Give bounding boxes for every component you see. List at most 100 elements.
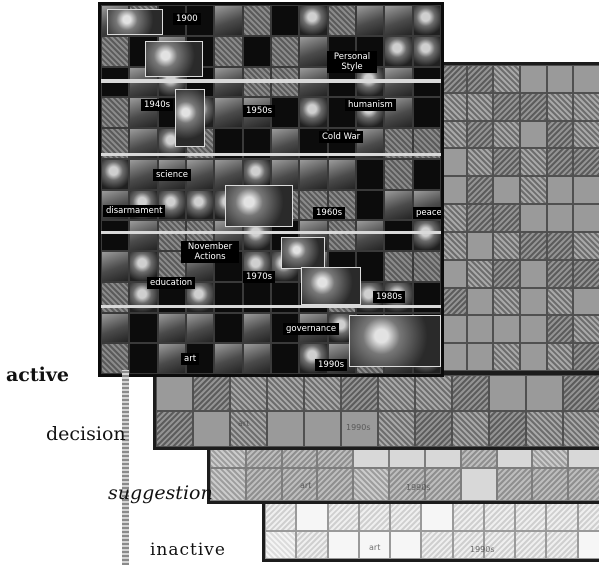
label-1900[interactable]: 1900: [173, 13, 201, 25]
photo-governance[interactable]: [349, 315, 441, 367]
mosaic-cell: [467, 232, 494, 260]
mosaic-cell: [484, 503, 515, 531]
mosaic-cell: [378, 411, 415, 447]
mosaic-cell: [317, 468, 353, 501]
mosaic-cell: [520, 148, 547, 176]
mosaic-cell: [210, 468, 246, 501]
mosaic-cell: [384, 36, 412, 67]
mosaic-cell: [461, 468, 497, 501]
photo-november[interactable]: [281, 237, 325, 269]
mosaic-cell: [578, 503, 599, 531]
mosaic-cell: [356, 190, 384, 221]
mosaic-cell: [493, 260, 520, 288]
mosaic-cell: [328, 531, 359, 559]
label-november-actions[interactable]: November Actions: [181, 241, 239, 263]
mosaic-cell: [271, 36, 299, 67]
mosaic-cell: [390, 531, 421, 559]
label-humanism[interactable]: humanism: [345, 99, 396, 111]
mosaic-cell: [243, 36, 271, 67]
mosaic-cell: [341, 375, 378, 411]
label-disarmament[interactable]: disarmament: [103, 205, 165, 217]
label-1940s[interactable]: 1940s: [141, 99, 173, 111]
mosaic-cell: [101, 97, 129, 128]
mosaic-cell: [573, 204, 599, 232]
mosaic-cell: [384, 159, 412, 190]
mosaic-cell: [493, 93, 520, 121]
mosaic-cell: [493, 65, 520, 93]
mosaic-cell: [214, 36, 242, 67]
label-1960s[interactable]: 1960s: [313, 207, 345, 219]
mosaic-cell: [467, 288, 494, 316]
mosaic-cell: [520, 204, 547, 232]
mosaic-cell: [186, 313, 214, 344]
label-art[interactable]: art: [181, 353, 199, 365]
label-1990s[interactable]: 1990s: [315, 359, 347, 371]
mosaic-cell: [467, 260, 494, 288]
mosaic-cell: [328, 5, 356, 36]
mosaic-cell: [547, 288, 574, 316]
mosaic-cell: [573, 65, 599, 93]
mosaic-cell: [296, 503, 327, 531]
decision-tag-1990s: 1990s: [346, 423, 371, 432]
mosaic-cell: [573, 121, 599, 149]
mosaic-cell: [467, 176, 494, 204]
mosaic-cell: [547, 204, 574, 232]
mosaic-cell: [520, 65, 547, 93]
mosaic-cell: [129, 313, 157, 344]
mosaic-cell: [359, 503, 390, 531]
mosaic-cell: [101, 220, 129, 251]
mosaic-cell: [493, 176, 520, 204]
mosaic-cell: [413, 159, 441, 190]
mosaic-cell: [493, 343, 520, 371]
mosaic-cell: [101, 36, 129, 67]
label-personal-style[interactable]: Personal Style: [327, 51, 377, 73]
inactive-tag-1990s: 1990s: [470, 545, 495, 554]
mosaic-cell: [390, 503, 421, 531]
mosaic-cell: [304, 411, 341, 447]
active-separator: [101, 153, 441, 156]
mosaic-cell: [547, 121, 574, 149]
mosaic-cell: [230, 411, 267, 447]
label-1950s[interactable]: 1950s: [243, 105, 275, 117]
label-science[interactable]: science: [153, 169, 191, 181]
mosaic-cell: [493, 204, 520, 232]
mosaic-cell: [547, 176, 574, 204]
mosaic-cell: [384, 251, 412, 282]
photo-personal-style[interactable]: [145, 41, 203, 77]
layer-label-decision: decision: [46, 423, 126, 445]
photo-1970s[interactable]: [301, 267, 361, 305]
mosaic-cell: [353, 468, 389, 501]
mosaic-cell: [421, 503, 452, 531]
mosaic-cell: [493, 148, 520, 176]
label-1980s[interactable]: 1980s: [373, 291, 405, 303]
mosaic-cell: [384, 5, 412, 36]
mosaic-cell: [101, 159, 129, 190]
mosaic-cell: [547, 315, 574, 343]
mosaic-cell: [573, 288, 599, 316]
photo-1940s[interactable]: [175, 89, 205, 147]
photo-1960s[interactable]: [225, 185, 293, 227]
mosaic-cell: [493, 288, 520, 316]
mosaic-cell: [453, 503, 484, 531]
layer-label-suggestion: suggestion: [108, 482, 213, 504]
mosaic-cell: [299, 97, 327, 128]
mosaic-cell: [356, 220, 384, 251]
label-cold-war[interactable]: Cold War: [319, 131, 363, 143]
layer-label-active: active: [6, 364, 69, 386]
mosaic-cell: [489, 375, 526, 411]
mosaic-cell: [193, 411, 230, 447]
mosaic-cell: [573, 343, 599, 371]
mosaic-cell: [156, 411, 193, 447]
label-governance[interactable]: governance: [283, 323, 339, 335]
label-peace[interactable]: peace: [413, 207, 444, 219]
mosaic-cell: [413, 220, 441, 251]
mosaic-cell: [415, 375, 452, 411]
mosaic-cell: [214, 343, 242, 374]
mosaic-cell: [243, 313, 271, 344]
label-1970s[interactable]: 1970s: [243, 271, 275, 283]
mosaic-cell: [493, 232, 520, 260]
inactive-tag-art: art: [369, 543, 380, 552]
photo-1900[interactable]: [107, 9, 163, 35]
mosaic-cell: [573, 232, 599, 260]
label-education[interactable]: education: [147, 277, 195, 289]
